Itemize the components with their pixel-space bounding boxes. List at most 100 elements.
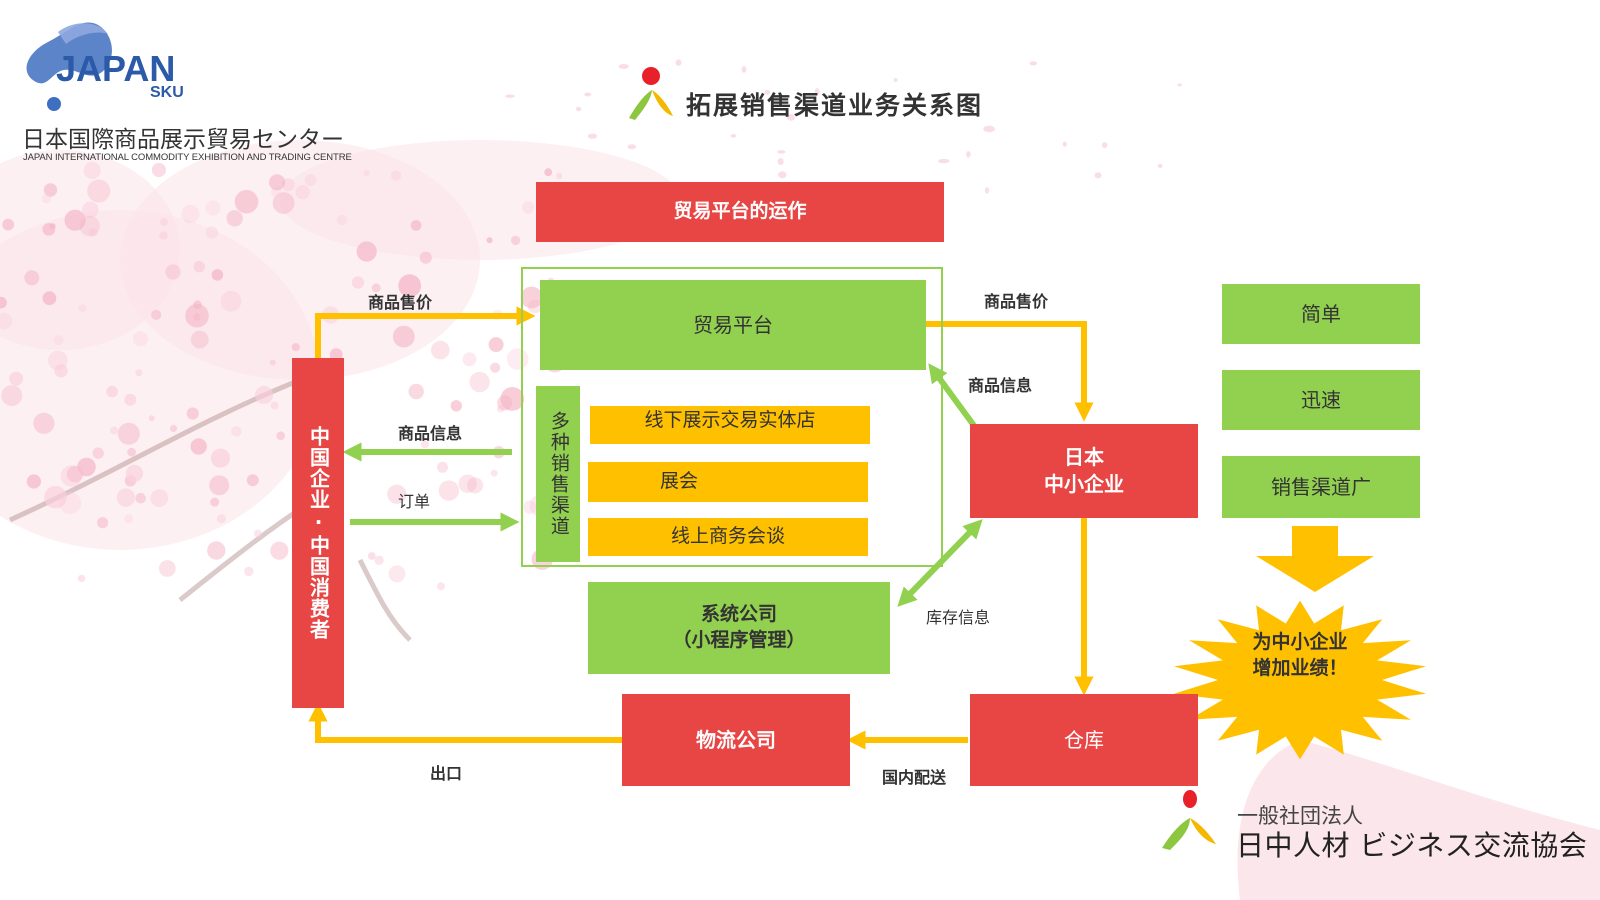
blossom-petal <box>53 335 64 346</box>
blossom-petal <box>77 574 86 583</box>
blossom-petal <box>210 497 220 507</box>
blossom-petal <box>730 134 737 138</box>
logo-japanese-name: 日本国際商品展示貿易センター <box>22 127 344 153</box>
blossom-petal <box>60 465 82 487</box>
blossom-petal <box>367 552 376 560</box>
blossom-petal <box>387 484 407 504</box>
system-company-box: 系统公司 （小程序管理） <box>588 582 890 674</box>
blossom-petal <box>124 393 137 406</box>
blossom-petal <box>408 383 424 400</box>
blossom-petal <box>363 170 370 177</box>
blossom-petal <box>43 183 58 197</box>
blossom-petal <box>431 340 450 360</box>
blossom-petal <box>787 114 795 121</box>
exhibition-box: 展会 <box>588 462 868 502</box>
blossom-petal <box>450 400 462 412</box>
page-title: 拓展销售渠道业务关系图 <box>686 91 984 120</box>
blossom-petal <box>371 283 381 293</box>
blossom-petal <box>1177 83 1183 87</box>
blossom-petal <box>64 209 86 231</box>
blossom-petal <box>83 161 101 179</box>
blossom-petal <box>741 66 747 73</box>
online-meeting-box: 线上商务会谈 <box>588 518 868 556</box>
blossom-petal <box>151 309 162 320</box>
blossom-petal <box>336 214 348 226</box>
label-inventory-info: 库存信息 <box>926 608 991 627</box>
blossom-petal <box>351 276 365 289</box>
person-mark-icon <box>629 67 673 120</box>
blossom-petal <box>505 94 515 98</box>
blossom-petal <box>190 438 207 455</box>
blossom-petal <box>185 303 209 328</box>
blossom-petal <box>193 261 205 273</box>
blossom-petal <box>92 447 104 459</box>
blossom-petal <box>420 440 430 449</box>
blossom-petal <box>88 227 98 237</box>
blossom-petal <box>135 369 143 377</box>
benefit-fast: 迅速 <box>1222 370 1420 430</box>
blossom-petal <box>97 517 109 529</box>
blossom-petal <box>814 88 820 95</box>
blossom-petal <box>33 412 55 434</box>
blossom-petal <box>437 582 445 591</box>
blossom-petal <box>117 422 140 445</box>
blossom-petal <box>398 274 422 298</box>
label-price-right: 商品售价 <box>984 292 1049 311</box>
blossom-petal <box>77 457 96 477</box>
benefit-wide-channels: 销售渠道广 <box>1222 456 1420 518</box>
blossom-petal <box>87 179 111 203</box>
blossom-petal <box>587 133 598 139</box>
logo-sub-mark: SKU <box>150 84 184 101</box>
blossom-petal <box>272 192 295 214</box>
blossom-petal <box>41 194 52 204</box>
blossom-petal <box>437 461 448 473</box>
japan-sku-logo-icon <box>26 22 113 111</box>
blossom-petal <box>521 201 535 214</box>
blossom-petal <box>777 158 784 165</box>
blossom-petal <box>462 352 477 367</box>
benefit-simple: 简单 <box>1222 284 1420 344</box>
blossom-petal <box>321 306 340 324</box>
blossom-petal <box>1062 141 1067 147</box>
association-type: 一般社団法人 <box>1237 804 1363 828</box>
blossom-petal <box>510 235 521 246</box>
blossom-petal <box>492 446 505 459</box>
trade-platform-box: 贸易平台 <box>540 280 926 370</box>
blossom-petal <box>1102 142 1108 149</box>
blossom-petal <box>49 223 56 230</box>
blossom-petal <box>244 566 254 577</box>
label-info-right: 商品信息 <box>968 376 1033 395</box>
label-domestic-delivery: 国内配送 <box>882 768 947 787</box>
blossom-petal <box>295 184 310 200</box>
label-export: 出口 <box>430 764 463 783</box>
blossom-petal <box>106 385 118 398</box>
blossom-petal <box>575 106 582 112</box>
blossom-petal <box>132 331 148 347</box>
blossom-petal <box>165 264 181 280</box>
result-text: 为中小企业 增加业绩！ <box>1252 631 1348 679</box>
japan-sme-box: 日本 中小企业 <box>970 424 1198 518</box>
blossom-petal <box>486 237 493 244</box>
blossom-petal <box>181 204 200 224</box>
blossom-petal <box>584 92 592 97</box>
sales-channels-label: 多种销售渠道 <box>536 386 580 562</box>
blossom-petal <box>148 415 155 422</box>
blossom-petal <box>1157 163 1163 168</box>
blossom-petal <box>497 395 513 411</box>
blossom-petal <box>506 348 529 370</box>
label-order: 订单 <box>398 492 431 511</box>
logistics-company-box: 物流公司 <box>622 694 850 786</box>
blossom-petal <box>304 174 317 187</box>
blossom-petal <box>253 529 262 538</box>
blossom-petal <box>675 59 682 66</box>
blossom-petal <box>42 291 57 306</box>
blossom-petal <box>79 215 100 237</box>
ribbon-decoration <box>1237 740 1600 900</box>
association-name: 日中人材 ビジネス交流協会 <box>1236 829 1588 862</box>
blossom-petal <box>374 555 384 565</box>
blossom-petal <box>26 474 41 489</box>
blossom-petal <box>490 469 498 477</box>
blossom-petal <box>490 362 501 373</box>
blossom-petal <box>1094 172 1102 179</box>
blossom-petal <box>78 304 87 313</box>
